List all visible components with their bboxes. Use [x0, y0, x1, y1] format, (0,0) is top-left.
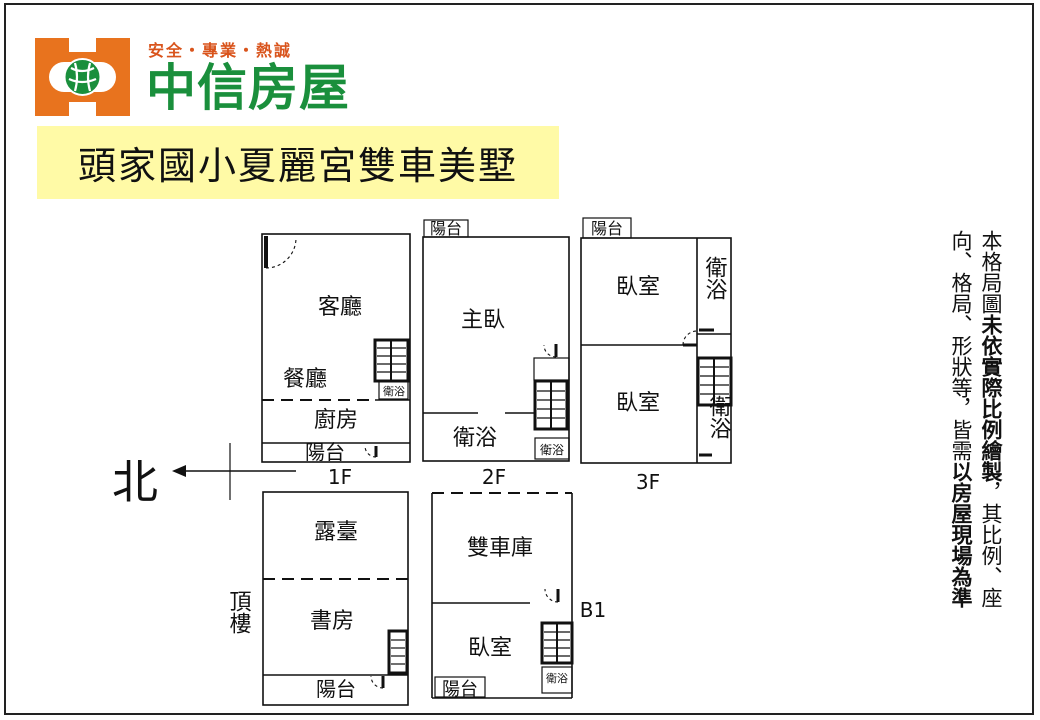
disclaimer-text: 向、格局、形狀等，皆需	[949, 230, 973, 461]
company-logo	[35, 38, 130, 116]
north-arrow	[172, 443, 296, 500]
listing-title: 頭家國小夏麗宮雙車美墅	[77, 144, 518, 188]
stairs-b1	[540, 621, 574, 665]
room-terrace: 露臺	[314, 520, 358, 545]
stairs-2f	[533, 379, 569, 431]
label-3f: 3F	[636, 470, 660, 494]
balcony-roof: 陽台	[316, 677, 356, 701]
company-name: 中信房屋	[146, 59, 350, 117]
stairs-1f	[373, 338, 410, 383]
balcony-3f: 陽台	[591, 219, 623, 238]
disclaimer-bold: 未依實際比例繪製	[979, 314, 1003, 482]
page-frame	[4, 3, 1034, 715]
room-bedroom-b1: 臥室	[468, 636, 512, 661]
disclaimer-text: ，其比例、座	[979, 482, 1003, 608]
room-kitchen: 廚房	[314, 408, 358, 433]
disclaimer-column-2: 向、格局、形狀等，皆需以房屋現場為準	[948, 230, 974, 608]
room-bedroom-3f-2: 臥室	[616, 391, 660, 416]
balcony-b1: 陽台	[442, 679, 478, 700]
floor-roof: 露臺 書房 陽台 頂樓	[226, 491, 409, 706]
room-bedroom-3f-1: 臥室	[616, 275, 660, 300]
disclaimer-bold: 以房屋現場為準	[949, 461, 973, 608]
room-bath-3f-2: 衛浴	[706, 395, 732, 439]
label-b1: B1	[580, 598, 606, 622]
room-living: 客廳	[318, 295, 362, 320]
label-2f: 2F	[482, 465, 506, 489]
disclaimer-text: 本格局圖	[979, 230, 1003, 314]
title-banner: 頭家國小夏麗宮雙車美墅	[37, 126, 559, 199]
balcony-1f: 陽台	[305, 440, 345, 464]
label-1f: 1F	[328, 465, 352, 489]
floor-2f: 陽台 主臥 衛浴 衛浴 2F	[422, 219, 570, 489]
room-bath-3f-1: 衛浴	[702, 256, 728, 300]
floor-1f: 客廳 餐廳 衛浴 廚房 陽台 1F	[261, 233, 411, 489]
balcony-2f: 陽台	[430, 219, 462, 238]
north-label: 北	[112, 455, 158, 509]
company-slogan: 安全・專業・熱誠	[148, 41, 293, 60]
room-bath-b1: 衛浴	[546, 672, 568, 685]
room-dining: 餐廳	[283, 367, 327, 392]
label-roof: 頂樓	[226, 590, 252, 634]
floor-3f: 陽台 臥室 臥室 衛浴 衛浴 3F	[580, 217, 733, 494]
disclaimer-column-1: 本格局圖未依實際比例繪製，其比例、座	[978, 230, 1004, 608]
room-bath-2f: 衛浴	[453, 426, 497, 451]
room-bath-2f-small: 衛浴	[540, 443, 564, 457]
floor-b1: 雙車庫 衛浴 臥室 陽台 B1	[431, 492, 606, 700]
stairs-roof	[387, 629, 409, 675]
room-master-bedroom: 主臥	[461, 308, 505, 333]
stairs-3f	[696, 356, 733, 407]
room-garage: 雙車庫	[467, 536, 533, 561]
room-bath-1f: 衛浴	[383, 385, 405, 398]
room-study: 書房	[310, 609, 354, 634]
